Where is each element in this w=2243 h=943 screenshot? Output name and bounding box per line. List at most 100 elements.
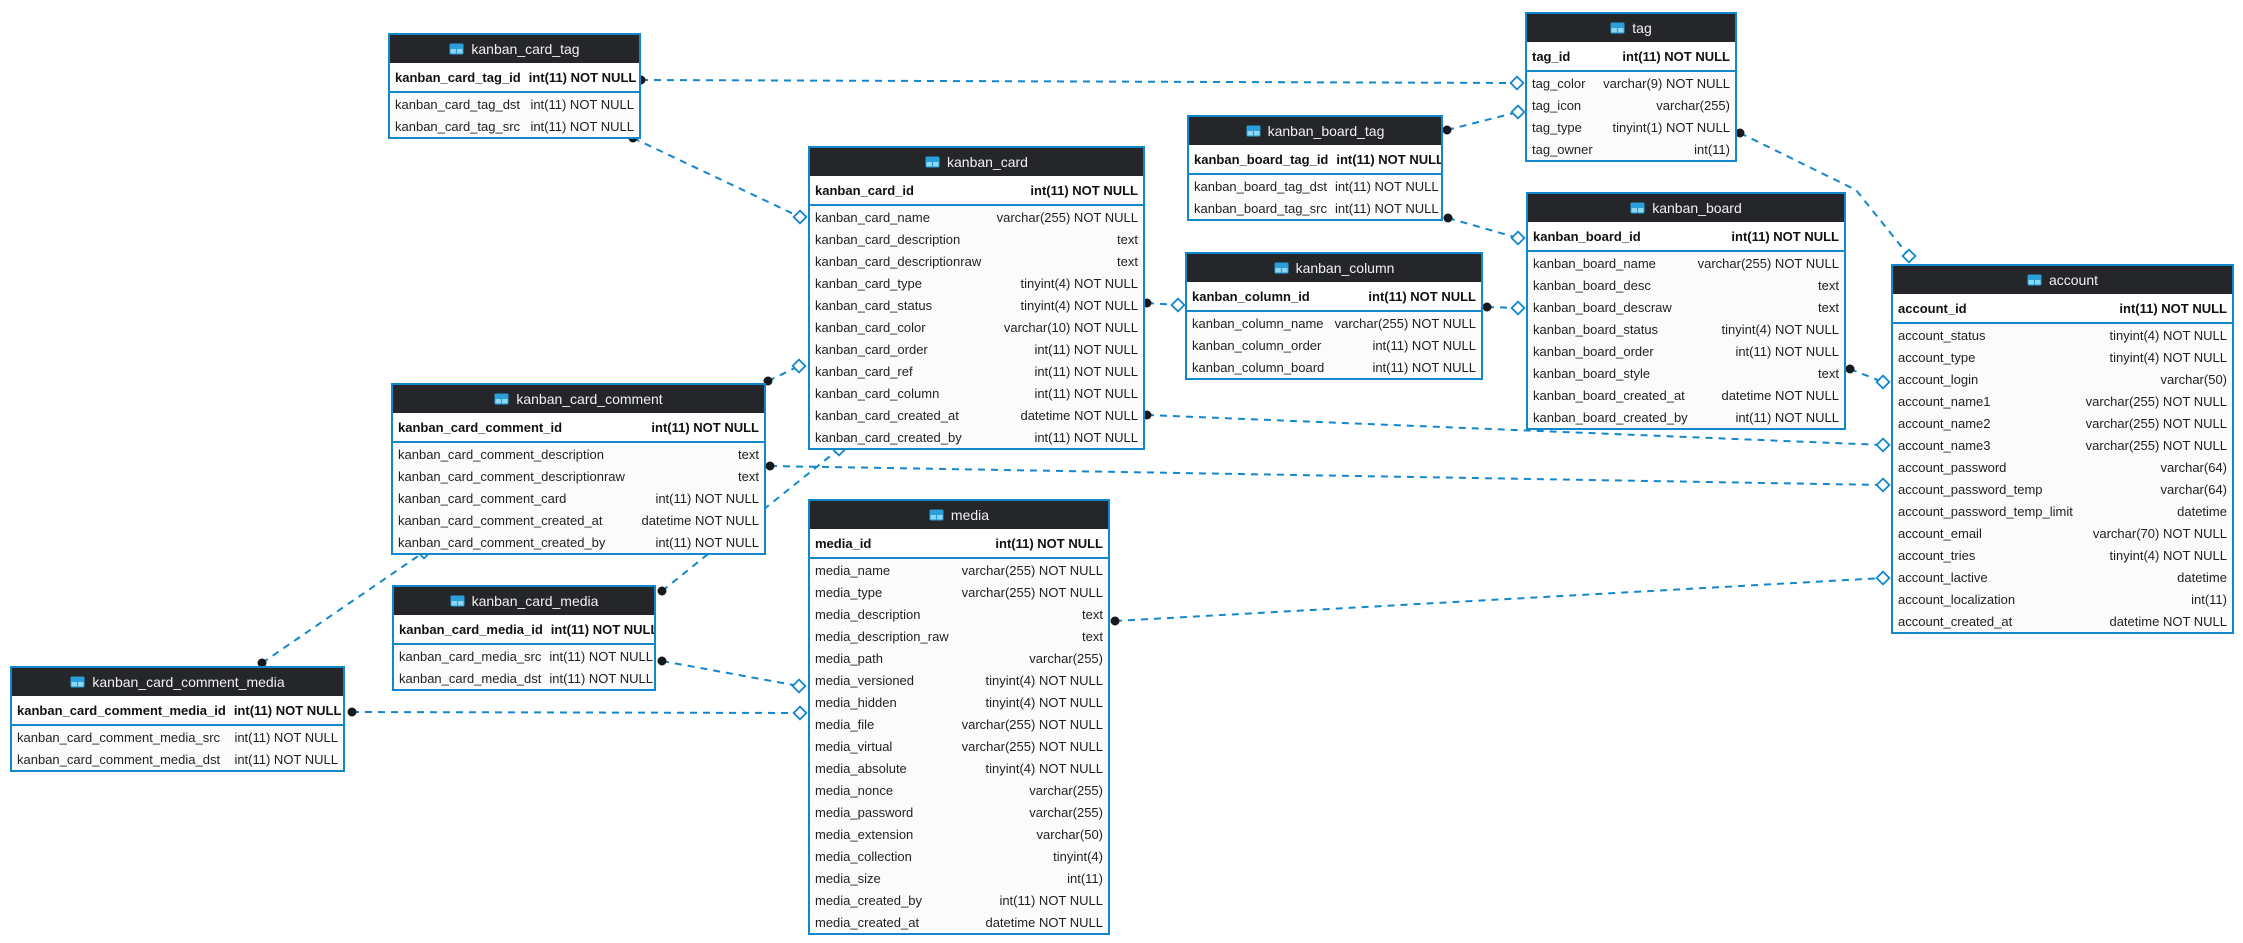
relation-diamond-endpoint [1510, 104, 1526, 120]
column-name: media_hidden [815, 694, 897, 710]
column-name: kanban_card_status [815, 297, 933, 313]
table-header-kanban_card[interactable]: kanban_card [810, 148, 1143, 176]
table-account[interactable]: account account_id int(11) NOT NULL account… [1891, 264, 2234, 634]
column-type: varchar(255) [1656, 97, 1730, 113]
column-name: kanban_board_created_at [1533, 387, 1685, 403]
relation-line-media-to-account[interactable] [1114, 577, 1884, 622]
relation-line-kanban_board_tag-to-tag[interactable] [1446, 111, 1519, 131]
column-type: int(11) [1694, 141, 1730, 157]
table-icon [925, 156, 940, 168]
relation-line-kanban_card-to-kanban_column[interactable] [1146, 302, 1179, 306]
table-header-kanban_card_comment[interactable]: kanban_card_comment [393, 385, 764, 413]
relation-line-kanban_board-to-account[interactable] [1849, 368, 1884, 383]
column-name: kanban_board_status [1533, 321, 1659, 337]
column-name: kanban_card_created_by [815, 429, 962, 445]
relation-line-kanban_card_comment-to-account[interactable] [769, 465, 1884, 486]
relation-line-kanban_board_tag-to-kanban_board[interactable] [1447, 217, 1519, 239]
relation-line-kanban_card_comment-to-kanban_card[interactable] [767, 365, 800, 382]
column-type: tinyint(4) NOT NULL [1020, 297, 1138, 313]
column-type: int(11) NOT NULL [1372, 359, 1476, 375]
column-name: kanban_card_order [815, 341, 928, 357]
column-name: kanban_card_comment_description [398, 446, 604, 462]
column-name: kanban_card_comment_created_by [398, 534, 606, 550]
relation-line-kanban_card_tag-to-kanban_card[interactable] [632, 137, 801, 218]
column-row: kanban_card_status tinyint(4) NOT NULL [810, 294, 1143, 316]
table-header-kanban_card_comment_media[interactable]: kanban_card_comment_media [12, 668, 343, 696]
column-type: int(11) NOT NULL [1335, 178, 1439, 194]
column-name: kanban_card_id [815, 182, 914, 198]
relation-line-kanban_card_comment_media-to-media[interactable] [351, 711, 801, 714]
relation-line-kanban_column-to-kanban_board[interactable] [1486, 306, 1519, 309]
column-name: account_id [1898, 300, 1967, 316]
table-icon [2027, 274, 2042, 286]
table-header-tag[interactable]: tag [1527, 14, 1735, 42]
table-header-kanban_board[interactable]: kanban_board [1528, 194, 1844, 222]
column-name: media_name [815, 562, 891, 578]
table-kanban_board[interactable]: kanban_board kanban_board_id int(11) NOT N… [1526, 192, 1846, 430]
column-name: kanban_board_id [1533, 228, 1641, 244]
relation-line-kanban_card_media-to-media[interactable] [661, 660, 800, 687]
relation-dot-endpoint [1110, 616, 1120, 626]
relation-line-kanban_card-to-account[interactable] [1146, 414, 1884, 446]
column-name: media_password [815, 804, 914, 820]
table-header-kanban_card_media[interactable]: kanban_card_media [394, 587, 654, 615]
column-type: varchar(64) [2160, 481, 2227, 497]
column-type: int(11) NOT NULL [233, 702, 342, 718]
column-type: datetime [2177, 569, 2227, 585]
relation-line-tag-to-account[interactable] [1739, 132, 1910, 257]
relation-dot-endpoint [765, 461, 775, 471]
column-type: text [1117, 253, 1138, 269]
table-kanban_card[interactable]: kanban_card kanban_card_id int(11) NOT NUL… [808, 146, 1145, 450]
relation-line-kanban_card_comment_media-to-kanban_card_comment[interactable] [261, 551, 425, 664]
table-header-kanban_card_tag[interactable]: kanban_card_tag [390, 35, 639, 63]
relation-dot-endpoint [763, 376, 773, 386]
table-header-kanban_column[interactable]: kanban_column [1187, 254, 1481, 282]
column-type: varchar(255) NOT NULL [961, 584, 1103, 600]
column-type: int(11) NOT NULL [2119, 300, 2227, 316]
column-type: int(11) NOT NULL [549, 648, 653, 664]
column-name: kanban_card_comment_created_at [398, 512, 603, 528]
column-type: int(11) NOT NULL [1622, 48, 1730, 64]
column-type: tinyint(4) NOT NULL [1020, 275, 1138, 291]
column-name: tag_color [1532, 75, 1586, 91]
column-type: text [1818, 277, 1839, 293]
relation-line-kanban_card_tag-to-tag[interactable] [640, 79, 1518, 84]
column-name: kanban_card_comment_descriptionraw [398, 468, 625, 484]
column-type: varchar(9) NOT NULL [1603, 75, 1730, 91]
relation-diamond-endpoint [1509, 75, 1525, 91]
column-type: text [1818, 299, 1839, 315]
table-header-kanban_board_tag[interactable]: kanban_board_tag [1189, 117, 1441, 145]
table-header-account[interactable]: account [1893, 266, 2232, 294]
relation-diamond-endpoint [791, 358, 807, 374]
column-type: varchar(255) NOT NULL [1334, 315, 1476, 331]
column-type: int(11) NOT NULL [1034, 385, 1138, 401]
column-type: int(11) NOT NULL [1034, 429, 1138, 445]
table-header-media[interactable]: media [810, 501, 1108, 529]
relation-dot-endpoint [347, 707, 357, 717]
column-name: account_name1 [1898, 393, 1991, 409]
column-name: media_type [815, 584, 883, 600]
column-type: varchar(255) [1029, 650, 1103, 666]
column-type: int(11) NOT NULL [1731, 228, 1839, 244]
